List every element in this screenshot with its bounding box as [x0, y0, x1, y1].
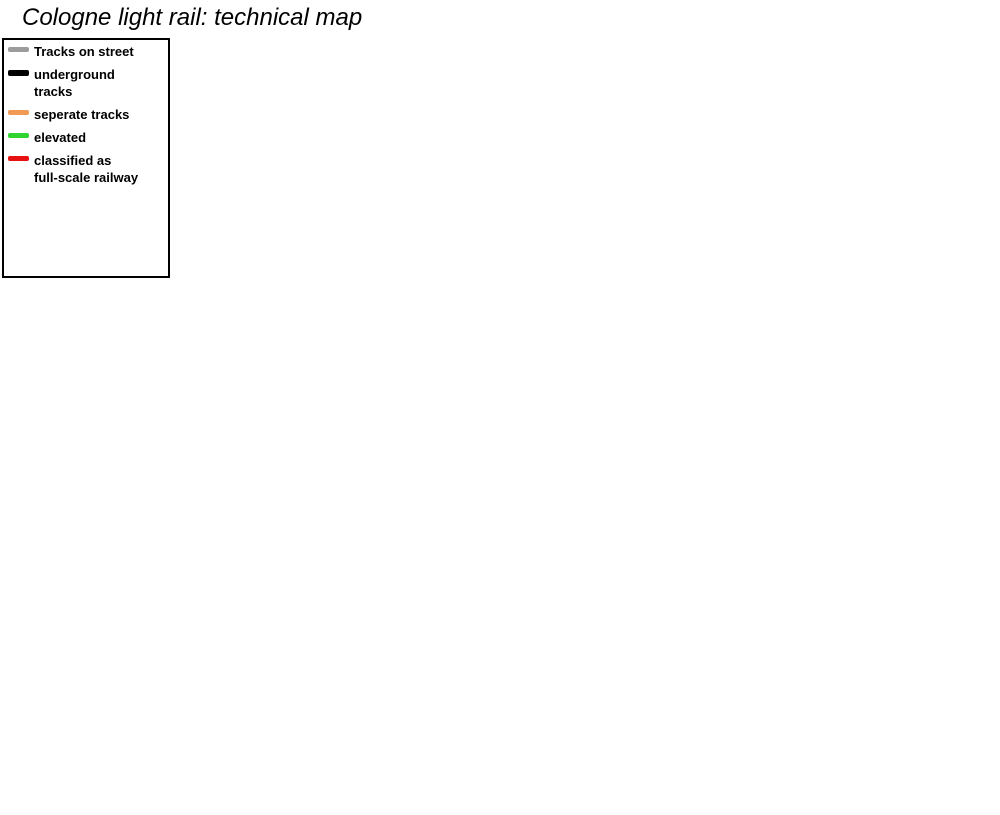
page-title: Cologne light rail: technical map — [22, 4, 363, 31]
legend-item-label: elevated — [34, 130, 87, 145]
elevated-line-swatch — [8, 133, 29, 138]
railway-line-icon — [8, 156, 34, 162]
separate-line-swatch — [8, 109, 29, 115]
underground-line-swatch — [8, 70, 29, 77]
street-line-icon — [8, 47, 34, 52]
legend-item: elevated — [8, 130, 166, 146]
legend-item-label: seperate tracks — [34, 106, 130, 122]
legend-item: Tracks on street — [8, 44, 166, 60]
underground-line-icon — [8, 70, 34, 77]
separate-line-icon — [8, 109, 34, 115]
legend-item: seperate tracks — [8, 107, 166, 123]
railway-line-swatch — [8, 156, 29, 162]
elevated-line-icon — [8, 133, 34, 138]
street-line-swatch — [8, 47, 29, 52]
legend-item-label: Tracks on street — [34, 44, 134, 59]
